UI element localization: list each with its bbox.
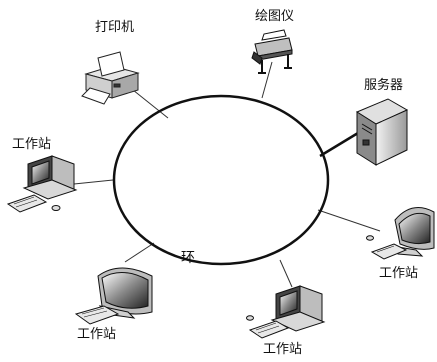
link-workstation-bottom-right xyxy=(280,260,292,287)
server-label: 服务器 xyxy=(364,79,403,92)
link-workstation-bottom-left xyxy=(125,243,154,262)
workstation-bottom-left-label: 工作站 xyxy=(77,328,116,341)
server-icon xyxy=(357,99,407,165)
link-workstation-right xyxy=(318,210,380,231)
printer-label: 打印机 xyxy=(95,21,134,34)
printer-icon xyxy=(82,52,138,104)
plotter-icon xyxy=(252,30,292,73)
workstation-bottom-right-icon xyxy=(247,286,325,338)
workstation-right-icon xyxy=(367,208,435,260)
ring-label: 环 xyxy=(181,251,195,265)
link-server xyxy=(320,133,358,156)
link-plotter xyxy=(262,62,272,98)
workstation-bottom-left-icon xyxy=(76,268,152,324)
workstation-left-label: 工作站 xyxy=(12,138,51,151)
workstation-right-label: 工作站 xyxy=(379,267,418,280)
ring xyxy=(114,96,328,264)
link-workstation-left xyxy=(74,180,113,184)
workstation-bottom-right-label: 工作站 xyxy=(263,343,302,356)
workstation-left-icon xyxy=(8,156,76,212)
plotter-label: 绘图仪 xyxy=(255,10,294,23)
